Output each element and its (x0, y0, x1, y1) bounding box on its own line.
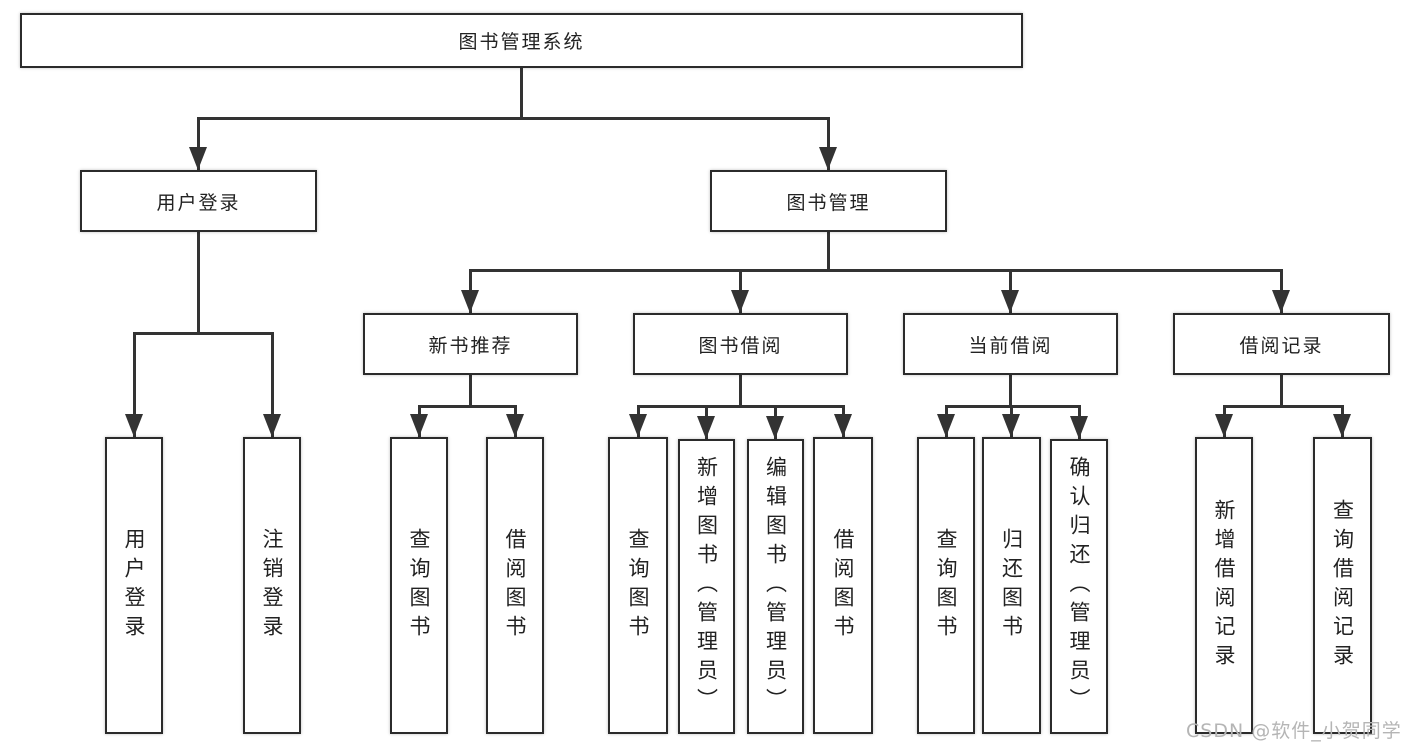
connector-stem-book-borrow (738, 375, 742, 408)
arrowhead-down-icon (1272, 290, 1290, 313)
node-leaf-borrow-books-borrow: 借阅图书 (813, 437, 873, 734)
connector-drop-library-system-0 (196, 117, 200, 170)
node-label: 确认归还（管理员） (1067, 456, 1091, 717)
connector-bar-borrow-records (1222, 405, 1344, 408)
node-label: 借阅图书 (503, 527, 527, 644)
connector-stem-book-management (826, 232, 830, 272)
node-leaf-add-borrow-record: 新增借阅记录 (1195, 437, 1253, 734)
node-leaf-query-books-recommend: 查询图书 (390, 437, 448, 734)
node-label: 归还图书 (999, 527, 1024, 644)
node-label: 编辑图书（管理员） (763, 456, 788, 717)
node-leaf-confirm-return-admin: 确认归还（管理员） (1050, 439, 1108, 734)
node-leaf-return-books: 归还图书 (982, 437, 1041, 734)
node-label: 查询图书 (407, 527, 431, 644)
node-user-login: 用户登录 (80, 170, 317, 232)
connector-bar-new-book-recommend (417, 405, 517, 408)
node-library-system: 图书管理系统 (20, 13, 1023, 68)
arrowhead-down-icon (125, 414, 143, 437)
connector-drop-user-login-0 (132, 332, 136, 437)
arrowhead-down-icon (189, 147, 207, 170)
node-label: 用户登录 (122, 527, 146, 644)
connector-bar-current-borrow (944, 405, 1081, 408)
arrowhead-down-icon (834, 414, 852, 437)
arrowhead-down-icon (1001, 290, 1019, 313)
node-borrow-records: 借阅记录 (1173, 313, 1390, 375)
arrowhead-down-icon (1002, 414, 1020, 437)
node-leaf-edit-books-admin: 编辑图书（管理员） (747, 439, 804, 734)
watermark: CSDN @软件_小贺同学 (1186, 720, 1402, 742)
node-label: 用户登录 (156, 191, 241, 214)
node-leaf-query-borrow-record: 查询借阅记录 (1313, 437, 1372, 734)
node-label: 新增借阅记录 (1212, 498, 1236, 673)
arrowhead-down-icon (461, 290, 479, 313)
arrowhead-down-icon (697, 416, 715, 439)
node-leaf-query-books-borrow: 查询图书 (608, 437, 668, 734)
arrowhead-down-icon (1333, 414, 1351, 437)
arrowhead-down-icon (263, 414, 281, 437)
node-label: 新书推荐 (428, 334, 513, 357)
connector-drop-library-system-1 (826, 117, 830, 170)
node-label: 注销登录 (260, 527, 284, 644)
connector-bar-library-system (196, 117, 830, 120)
node-label: 当前借阅 (968, 334, 1053, 357)
node-book-borrow: 图书借阅 (633, 313, 848, 375)
node-leaf-add-books-admin: 新增图书（管理员） (678, 439, 735, 734)
connector-bar-user-login (132, 332, 274, 335)
node-label: 借阅图书 (831, 527, 855, 644)
connector-stem-current-borrow (1008, 375, 1012, 408)
arrowhead-down-icon (629, 414, 647, 437)
connector-drop-user-login-1 (270, 332, 274, 437)
node-current-borrow: 当前借阅 (903, 313, 1118, 375)
arrowhead-down-icon (1070, 416, 1088, 439)
node-label: 借阅记录 (1239, 334, 1324, 357)
arrowhead-down-icon (766, 416, 784, 439)
connector-stem-library-system (519, 68, 523, 120)
connector-stem-borrow-records (1279, 375, 1283, 408)
connector-stem-new-book-recommend (468, 375, 472, 408)
node-label: 查询借阅记录 (1330, 498, 1355, 673)
node-label: 图书管理 (786, 191, 871, 214)
arrowhead-down-icon (819, 147, 837, 170)
arrowhead-down-icon (1215, 414, 1233, 437)
node-leaf-user-login: 用户登录 (105, 437, 163, 734)
arrowhead-down-icon (937, 414, 955, 437)
node-leaf-query-books-current: 查询图书 (917, 437, 975, 734)
node-label: 图书借阅 (698, 334, 783, 357)
node-leaf-borrow-books-recommend: 借阅图书 (486, 437, 544, 734)
node-label: 查询图书 (934, 527, 958, 644)
node-label: 新增图书（管理员） (694, 456, 719, 717)
node-leaf-logout: 注销登录 (243, 437, 301, 734)
connector-stem-user-login (196, 232, 200, 335)
arrowhead-down-icon (506, 414, 524, 437)
node-book-management: 图书管理 (710, 170, 947, 232)
arrowhead-down-icon (731, 290, 749, 313)
arrowhead-down-icon (410, 414, 428, 437)
connector-bar-book-management (468, 269, 1283, 272)
node-label: 查询图书 (626, 527, 650, 644)
node-label: 图书管理系统 (458, 31, 585, 53)
node-new-book-recommend: 新书推荐 (363, 313, 578, 375)
connector-bar-book-borrow (636, 405, 845, 408)
